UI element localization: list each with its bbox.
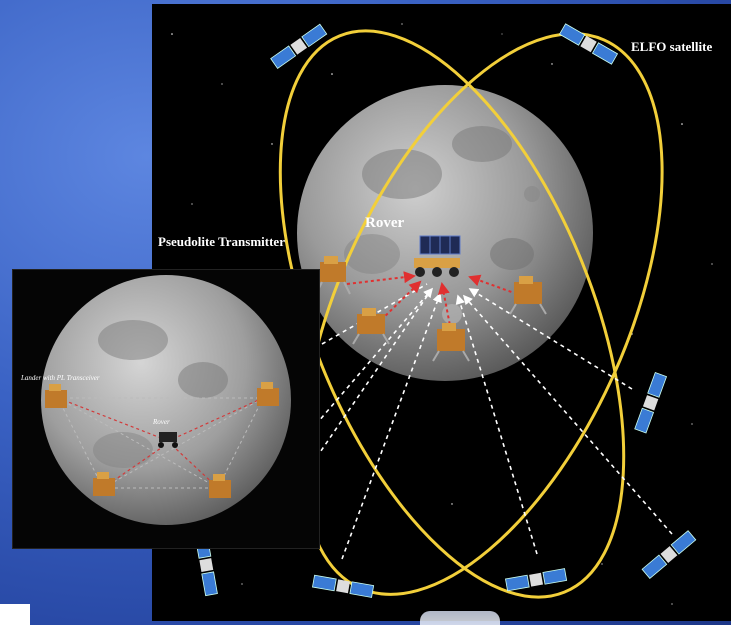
inset-lander-network: Lander with PL Transceiver Rover <box>12 269 320 549</box>
satellite-icon <box>641 530 697 580</box>
lander-icon <box>509 276 547 315</box>
rover-icon <box>414 235 461 277</box>
lander-icon <box>209 474 231 498</box>
lander-icon <box>432 323 470 362</box>
corner-box <box>0 604 30 625</box>
lander-icon <box>45 384 67 408</box>
rover-icon <box>158 432 178 448</box>
lander-icon <box>257 382 279 406</box>
lander-icon <box>352 308 390 345</box>
moon <box>297 85 593 381</box>
inset-lander-label: Lander with PL Transceiver <box>21 374 100 382</box>
orbit-path-2 <box>278 29 626 599</box>
satellite-icon <box>634 372 668 434</box>
satellite-icon <box>312 574 375 598</box>
rover-label: Rover <box>365 215 405 231</box>
inset-rover-links <box>57 397 264 489</box>
satellite-icon <box>505 568 568 592</box>
pseudolite-label: Pseudolite Transmitter <box>158 234 285 249</box>
lander-icon <box>93 472 115 496</box>
bottom-fragment <box>420 611 500 625</box>
satellite-icon <box>270 23 328 69</box>
diagram-canvas <box>161 23 713 605</box>
satellite-signals <box>221 283 673 560</box>
inset-canvas <box>41 275 291 525</box>
inset-rover-label: Rover <box>153 418 170 426</box>
inset-moon <box>41 275 291 525</box>
satellite-label: ELFO satellite <box>631 39 713 54</box>
inset-lander-links <box>57 397 264 489</box>
satellite-icon <box>559 23 619 65</box>
